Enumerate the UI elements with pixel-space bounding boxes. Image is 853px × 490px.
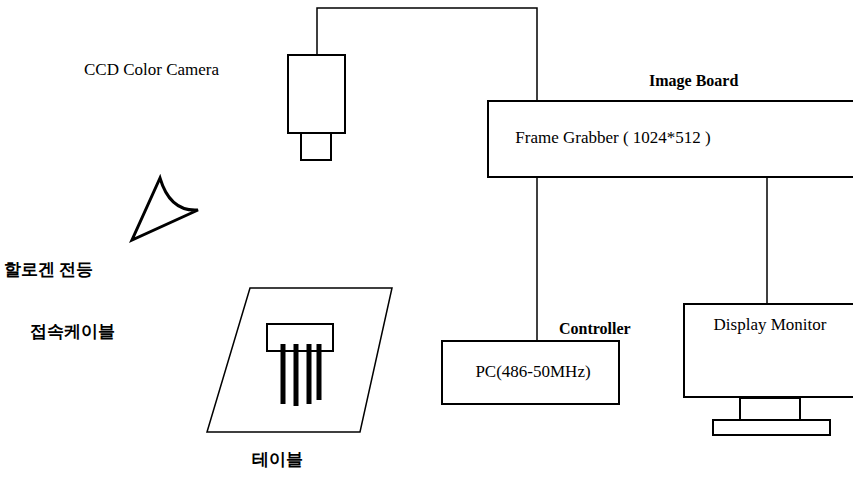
table-label: 테이블 (252, 448, 303, 471)
camera-body (288, 55, 345, 133)
cable-lead (281, 344, 286, 404)
camera-lens (301, 133, 331, 160)
cable-lead (307, 344, 312, 404)
camera-label: CCD Color Camera (84, 60, 219, 80)
connector-wire (766, 178, 768, 303)
table (207, 288, 392, 432)
monitor-stand (740, 398, 800, 420)
connector-wire (536, 178, 538, 340)
cable-lead (294, 344, 299, 406)
cable-label: 접속케이블 (30, 320, 115, 343)
cable-lead (317, 344, 322, 400)
connector-housing (267, 324, 333, 351)
lamp-label: 할로겐 전등 (4, 258, 93, 281)
halogen-lamp (132, 178, 198, 240)
frame-grabber-box: Image BoardFrame Grabber ( 1024*512 ) (487, 100, 853, 178)
display-monitor: Display Monitor (683, 303, 853, 398)
monitor-base (713, 420, 830, 435)
box-label: Display Monitor (714, 315, 827, 335)
box-label: Frame Grabber ( 1024*512 ) (515, 128, 710, 148)
box-label: PC(486-50MHz) (475, 362, 590, 382)
box-heading: Controller (557, 320, 633, 338)
camera-cable (317, 8, 537, 100)
controller-box: ControllerPC(486-50MHz) (441, 340, 620, 405)
box-heading: Image Board (647, 72, 740, 90)
